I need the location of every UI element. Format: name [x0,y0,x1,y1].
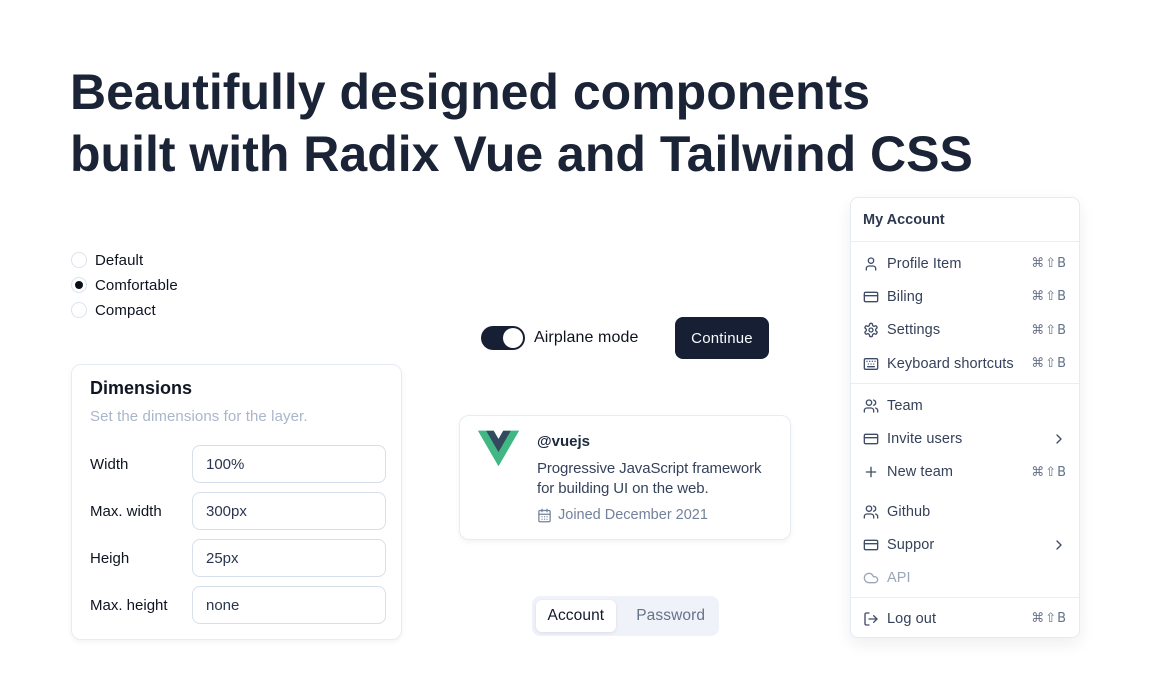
menu-item-label: Keyboard shortcuts [887,355,1014,372]
menu-item-settings[interactable]: Settings ⌘⇧B [855,314,1075,347]
menu-item-billing[interactable]: Biling ⌘⇧B [855,280,1075,313]
field-label: Width [90,455,129,473]
menu-item-new-team[interactable]: New team ⌘⇧B [855,456,1075,489]
profile-description: Progressive JavaScript framework for bui… [537,459,761,499]
field-label: Max. width [90,502,162,520]
users-icon [863,399,879,413]
middle-column: Airplane mode Continue @vuejs Progressiv… [459,197,791,636]
log-out-icon [864,611,878,626]
menu-shortcut: ⌘⇧B [1031,356,1067,372]
menu-item-label: Team [887,397,923,414]
profile-description-line1: Progressive JavaScript framework [537,460,762,477]
credit-card-icon [863,539,879,551]
menu-separator [851,383,1079,385]
menu-item-label: Invite users [887,431,963,448]
radio-option-default[interactable]: Default [71,251,402,269]
menu-item-label: API [887,570,911,587]
profile-card-body: @vuejs Progressive JavaScript framework … [537,430,761,523]
max-width-input[interactable] [192,492,386,530]
radio-label: Default [95,251,144,269]
menu-shortcut: ⌘⇧B [1031,322,1067,338]
dimensions-card-description: Set the dimensions for the layer. [90,408,308,425]
menu-item-github[interactable]: Github [855,495,1075,528]
users-icon [863,505,879,519]
radio-button[interactable] [71,302,87,318]
keyboard-icon [863,357,879,370]
menu-item-invite-users[interactable]: Invite users [855,422,1075,455]
field-row-width: Width [90,445,386,483]
profile-card: @vuejs Progressive JavaScript framework … [459,415,791,540]
menu-separator [851,596,1079,598]
menu-item-log-out[interactable]: Log out ⌘⇧B [855,602,1075,635]
airplane-mode-switch[interactable] [481,326,525,350]
menu-shortcut: ⌘⇧B [1031,256,1067,272]
radio-group: Default Comfortable Compact [71,251,402,319]
menu-separator [851,241,1079,242]
settings-icon [864,322,878,338]
page-title-line2: built with Radix Vue and Tailwind CSS [70,126,973,182]
menu-header: My Account [863,212,945,228]
menu-item-api: API [855,562,1075,595]
dimensions-card: Dimensions Set the dimensions for the la… [71,364,402,640]
switch-thumb [503,328,523,348]
radio-button[interactable] [71,252,87,268]
radio-label: Compact [95,301,156,319]
profile-description-line2: for building UI on the web. [537,480,709,497]
profile-joined-text: Joined December 2021 [558,507,708,523]
dropdown-menu: My Account Profile Item ⌘⇧B Biling ⌘⇧B S… [850,197,1080,639]
menu-shortcut: ⌘⇧B [1031,464,1067,480]
credit-card-icon [863,291,879,303]
field-label: Heigh [90,549,130,567]
menu-item-label: Settings [887,322,941,339]
switch-row: Airplane mode Continue [459,317,791,359]
menu-item-team[interactable]: Team [855,389,1075,422]
radio-option-compact[interactable]: Compact [71,301,402,319]
menu-item-label: Github [887,503,931,520]
profile-handle: @vuejs [537,433,590,450]
field-row-height: Heigh [90,539,386,577]
chevron-right-icon [1056,540,1062,550]
menu-shortcut: ⌘⇧B [1031,611,1067,627]
menu-item-label: New team [887,464,954,481]
right-column: My Account Profile Item ⌘⇧B Biling ⌘⇧B S… [850,197,1080,639]
menu-item-profile[interactable]: Profile Item ⌘⇧B [855,247,1075,280]
calendar-icon [538,508,551,522]
page-title-line1: Beautifully designed components [70,64,871,120]
radio-button-selected[interactable] [71,277,87,293]
cloud-icon [863,573,879,584]
height-input[interactable] [192,539,386,577]
credit-card-icon [863,433,879,445]
airplane-mode-label: Airplane mode [534,329,639,346]
field-row-max-height: Max. height [90,586,386,624]
dimensions-fields: Width Max. width Heigh Max. height [90,445,386,624]
tab-account[interactable]: Account [535,600,617,632]
plus-icon [865,467,877,478]
page-title: Beautifully designed components built wi… [70,61,973,185]
left-column: Default Comfortable Compact Dimensions S… [71,197,402,640]
user-icon [865,256,877,271]
vuejs-logo [478,430,519,467]
radio-option-comfortable[interactable]: Comfortable [71,276,402,294]
menu-item-label: Profile Item [887,255,962,272]
dimensions-card-title: Dimensions [90,378,193,398]
menu-item-label: Suppor [887,537,935,554]
menu-item-label: Biling [887,288,924,305]
continue-button[interactable]: Continue [675,317,769,359]
menu-item-support[interactable]: Suppor [855,528,1075,561]
menu-item-label: Log out [887,610,937,627]
radio-label: Comfortable [95,276,178,294]
field-label: Max. height [90,596,168,614]
tab-password[interactable]: Password [636,607,706,624]
tabs-list: Account Password [531,596,719,636]
radio-dot [75,281,83,289]
chevron-right-icon [1056,434,1062,444]
profile-joined-row: Joined December 2021 [537,507,761,523]
field-row-max-width: Max. width [90,492,386,530]
width-input[interactable] [192,445,386,483]
max-height-input[interactable] [192,586,386,624]
menu-item-keyboard-shortcuts[interactable]: Keyboard shortcuts ⌘⇧B [855,347,1075,380]
menu-shortcut: ⌘⇧B [1031,289,1067,305]
